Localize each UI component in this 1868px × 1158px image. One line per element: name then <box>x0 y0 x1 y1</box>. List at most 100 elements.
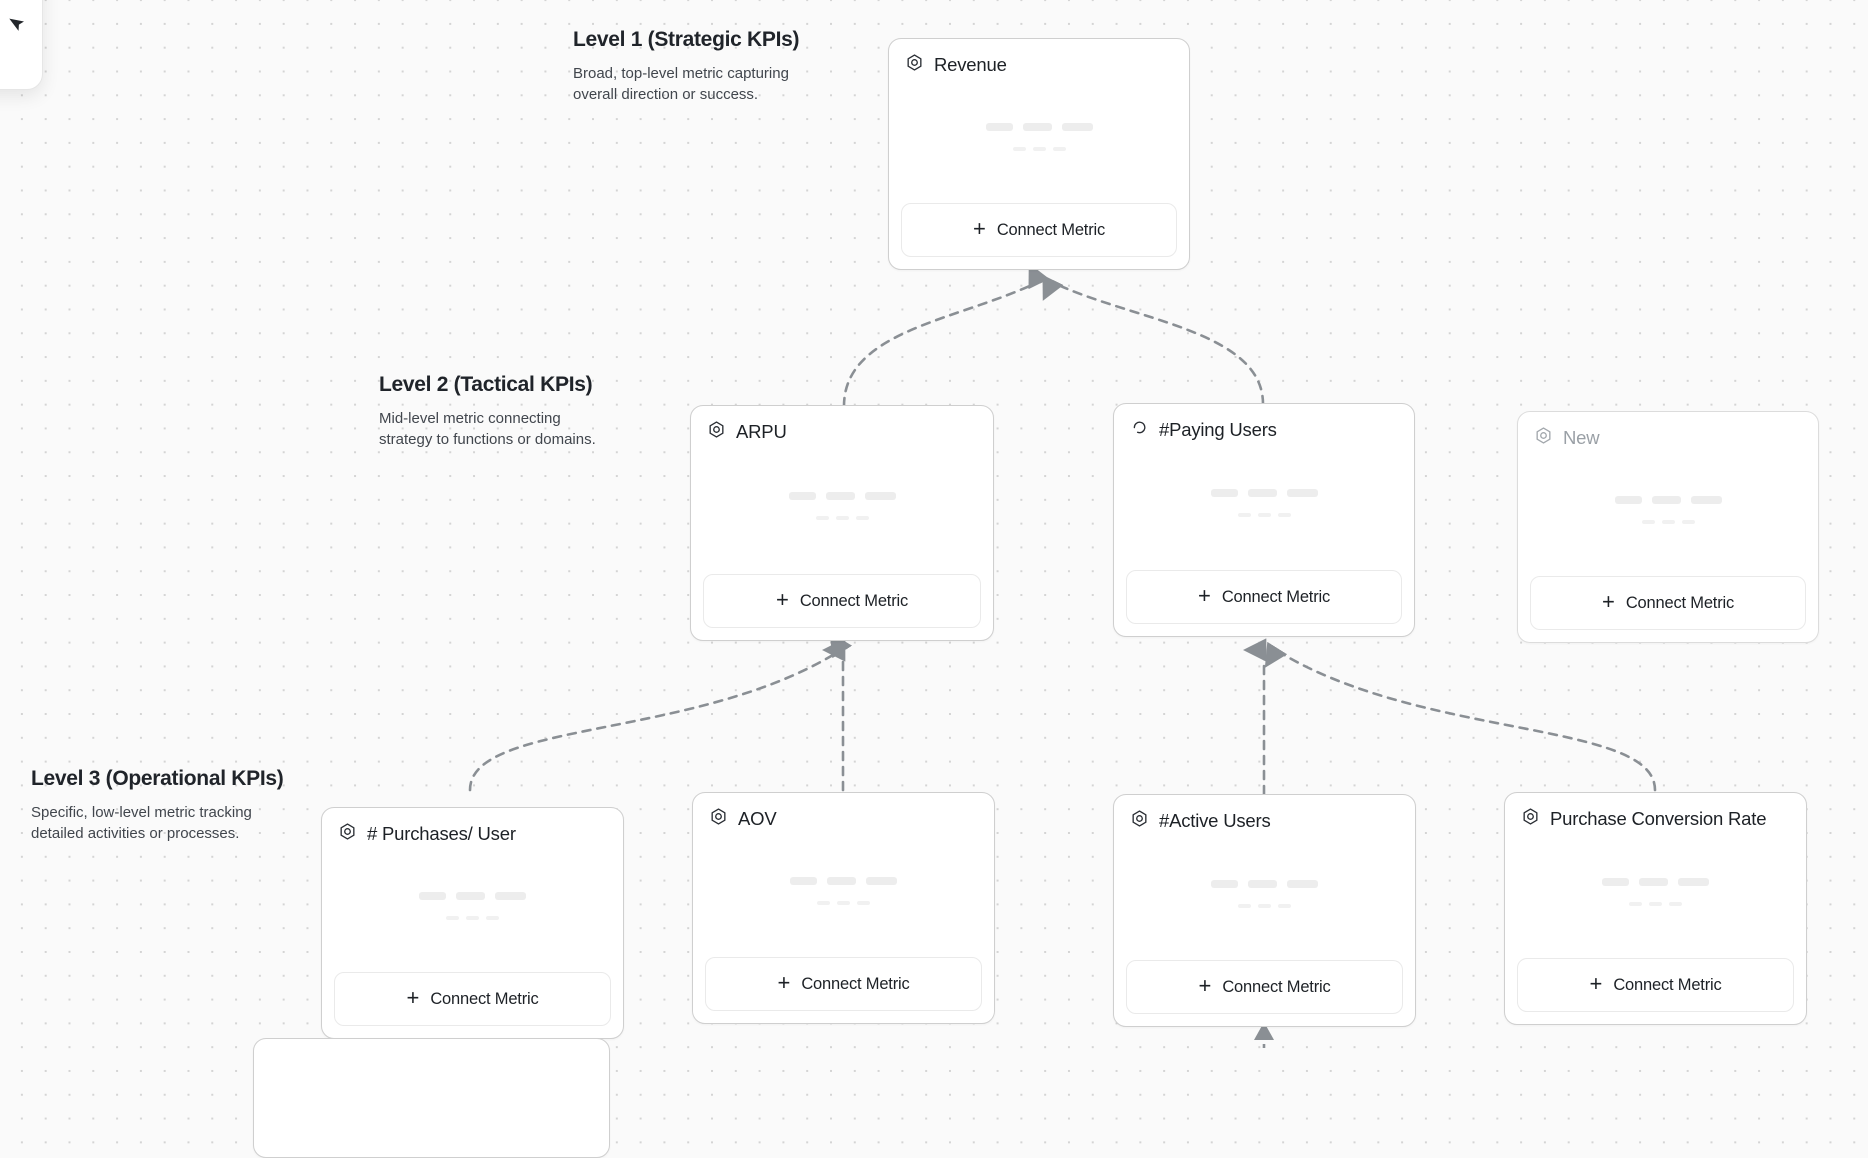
skeleton-row-secondary <box>446 916 499 920</box>
metric-node-revenue[interactable]: Revenue + Connect Metric <box>888 38 1190 270</box>
hexagon-target-icon <box>905 53 924 77</box>
connect-metric-label: Connect Metric <box>430 989 539 1008</box>
level-3-title: Level 3 (Operational KPIs) <box>31 767 284 790</box>
skeleton-row-primary <box>1210 489 1318 497</box>
connect-metric-label: Connect Metric <box>1613 975 1722 994</box>
skeleton-bar <box>1287 879 1318 888</box>
connect-metric-button[interactable]: + Connect Metric <box>705 957 982 1011</box>
level-2-description: Mid-level metric connecting strategy to … <box>379 410 596 449</box>
skeleton-bar <box>827 877 856 885</box>
skeleton-bar <box>1248 879 1277 888</box>
skeleton-row-primary <box>1614 496 1722 504</box>
skeleton-row-secondary <box>815 516 869 520</box>
node-skeleton-body <box>1518 450 1818 576</box>
plus-icon: + <box>1197 583 1211 608</box>
node-header: ARPU <box>691 406 993 444</box>
skeleton-bar <box>1690 496 1722 504</box>
plus-icon: + <box>777 970 791 995</box>
skeleton-bar <box>815 516 829 520</box>
node-title: #Paying Users <box>1159 419 1277 440</box>
skeleton-row-primary <box>790 877 897 885</box>
skeleton-bar <box>857 901 870 905</box>
connect-metric-label: Connect Metric <box>1625 593 1734 612</box>
skeleton-bar <box>1247 489 1277 497</box>
connect-metric-button[interactable]: + Connect Metric <box>1126 960 1403 1014</box>
node-skeleton-body <box>693 831 994 957</box>
node-skeleton-body <box>322 846 623 972</box>
connect-metric-button[interactable]: + Connect Metric <box>1517 958 1794 1012</box>
skeleton-bar <box>1649 901 1662 906</box>
metric-node-purchases-per-user[interactable]: # Purchases/ User + Connect Metric <box>321 807 624 1039</box>
skeleton-row-primary <box>1211 879 1318 888</box>
node-header: #Paying Users <box>1114 404 1414 442</box>
skeleton-bar <box>825 492 855 500</box>
skeleton-bar <box>855 516 869 520</box>
node-skeleton-body <box>1114 442 1414 570</box>
node-title: Purchase Conversion Rate <box>1550 808 1767 829</box>
skeleton-bar <box>486 916 499 920</box>
connect-metric-button[interactable]: + Connect Metric <box>1126 570 1402 624</box>
hexagon-target-icon <box>707 420 726 444</box>
skeleton-bar <box>1661 520 1675 524</box>
plus-icon: + <box>1601 589 1615 614</box>
level-label-3: Level 3 (Operational KPIs) Specific, low… <box>31 766 284 845</box>
plus-icon: + <box>972 216 986 241</box>
metric-node-aov[interactable]: AOV + Connect Metric <box>692 792 995 1024</box>
node-title: #Active Users <box>1159 810 1271 831</box>
metric-node-partial-bottom[interactable] <box>253 1038 610 1158</box>
skeleton-bar <box>1238 903 1251 908</box>
floating-toolbar-panel[interactable] <box>0 0 43 90</box>
skeleton-row-primary <box>1602 877 1709 886</box>
node-skeleton-body <box>1114 833 1415 960</box>
skeleton-bar <box>1651 496 1681 504</box>
plus-icon: + <box>406 985 420 1010</box>
connect-metric-button[interactable]: + Connect Metric <box>901 203 1177 257</box>
metric-node-arpu[interactable]: ARPU + Connect Metric <box>690 405 994 641</box>
node-skeleton-body <box>691 444 993 574</box>
connect-metric-button[interactable]: + Connect Metric <box>1530 576 1806 630</box>
connect-metric-button[interactable]: + Connect Metric <box>334 972 611 1026</box>
skeleton-bar <box>1278 903 1291 908</box>
skeleton-bar <box>1237 513 1251 517</box>
connect-metric-label: Connect Metric <box>996 220 1105 239</box>
skeleton-bar <box>1669 901 1682 906</box>
edge-pcr-paying-users <box>1264 641 1657 792</box>
skeleton-bar <box>1678 877 1709 886</box>
skeleton-bar <box>1602 877 1629 886</box>
skeleton-bar <box>1061 123 1093 131</box>
node-header: New <box>1518 412 1818 450</box>
node-title: New <box>1563 427 1600 448</box>
hexagon-target-icon <box>709 807 728 831</box>
metric-node-active-users[interactable]: #Active Users + Connect Metric <box>1113 794 1416 1027</box>
level-label-2: Level 2 (Tactical KPIs) Mid-level metric… <box>379 372 596 451</box>
loading-spinner-icon <box>1130 418 1149 442</box>
edge-paying-users-revenue <box>1042 274 1265 406</box>
skeleton-bar <box>1681 520 1695 524</box>
skeleton-bar <box>866 877 897 885</box>
skeleton-bar <box>1277 513 1291 517</box>
cursor-tool-icon[interactable] <box>4 10 34 43</box>
metric-node-paying-users[interactable]: #Paying Users + Connect Metric <box>1113 403 1415 637</box>
hexagon-target-icon <box>1534 426 1553 450</box>
skeleton-row-secondary <box>817 901 870 905</box>
node-skeleton-body <box>889 77 1189 203</box>
skeleton-bar <box>1629 901 1642 906</box>
skeleton-bar <box>1211 879 1238 888</box>
level-1-description: Broad, top-level metric capturing overal… <box>573 65 789 104</box>
metric-node-purchase-conversion-rate[interactable]: Purchase Conversion Rate + Connect Metri… <box>1504 792 1807 1025</box>
connect-metric-button[interactable]: + Connect Metric <box>703 574 981 628</box>
hexagon-target-icon <box>338 822 357 846</box>
skeleton-bar <box>1286 489 1318 497</box>
skeleton-row-secondary <box>1629 901 1682 906</box>
skeleton-row-secondary <box>1237 513 1291 517</box>
node-title: Revenue <box>934 54 1007 75</box>
connect-metric-label: Connect Metric <box>1222 977 1331 996</box>
hexagon-target-icon <box>1130 809 1149 833</box>
edge-purchases-arpu <box>468 632 853 792</box>
metric-node-new[interactable]: New + Connect Metric <box>1517 411 1819 643</box>
skeleton-bar <box>1641 520 1655 524</box>
node-header: Purchase Conversion Rate <box>1505 793 1806 831</box>
edge-arpu-revenue <box>842 263 1050 408</box>
skeleton-bar <box>985 123 1013 131</box>
